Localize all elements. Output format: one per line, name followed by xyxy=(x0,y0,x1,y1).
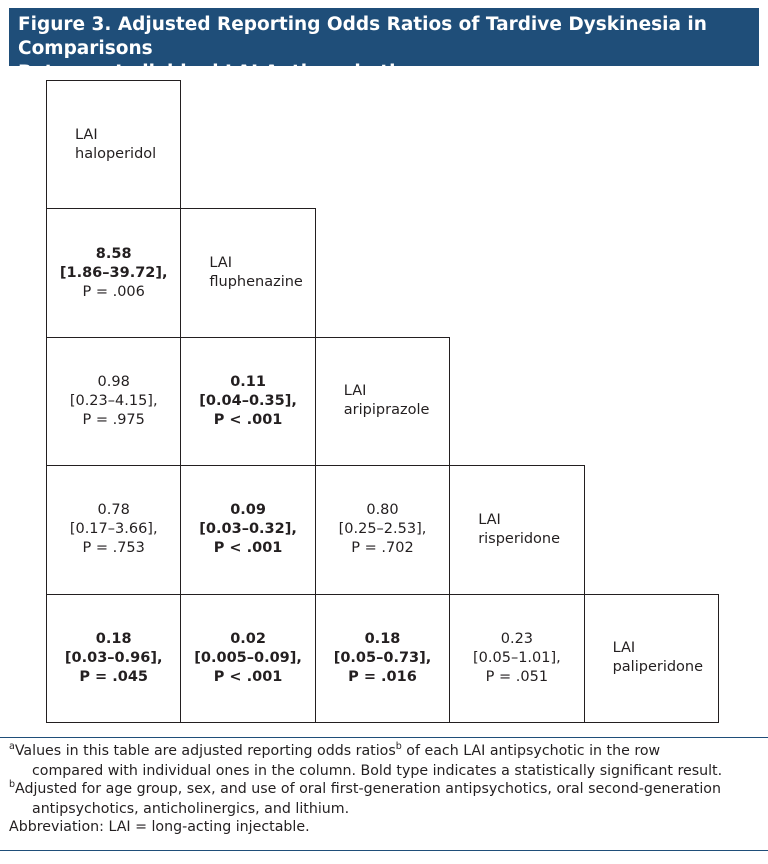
grid-hline xyxy=(46,593,719,595)
odds-ratio-cell: 0.09 [0.03–0.32], P < .001 xyxy=(181,466,315,594)
odds-ratio-value: 0.11 xyxy=(230,373,266,390)
odds-ratio-value: 0.18 xyxy=(95,630,132,647)
drug-label-cell: LAI aripiprazole xyxy=(315,337,450,466)
figure-title-line-2: Between Individual LAI Antipsychoticsa xyxy=(18,61,751,87)
grid-hline xyxy=(46,336,451,338)
drug-label-line1: LAI xyxy=(343,383,367,400)
odds-ratio-cell: 0.23 [0.05–1.01], P = .051 xyxy=(450,594,584,722)
footnote-a-text-2: of each LAI antipsychotic in the row xyxy=(401,743,661,759)
odds-ratio-cell: 0.11 [0.04–0.35], P < .001 xyxy=(181,337,315,466)
footnote-a-inner-mark: b xyxy=(395,741,402,752)
grid-vline xyxy=(718,593,719,723)
footnote-top-rule xyxy=(0,737,768,738)
drug-label-line1: LAI xyxy=(478,511,501,528)
p-value: P = .045 xyxy=(79,668,149,685)
grid-vline xyxy=(180,80,182,723)
odds-ratio-cell: 0.18 [0.05–0.73], P = .016 xyxy=(315,594,450,722)
drug-label-line2: haloperidol xyxy=(75,145,157,162)
drug-label-line1: LAI xyxy=(209,255,232,272)
p-value: P < .001 xyxy=(213,411,283,428)
drug-label-line2: aripiprazole xyxy=(343,402,430,419)
footnote-a-mark: a xyxy=(9,741,15,752)
drug-label-line2: fluphenazine xyxy=(209,274,303,291)
grid-vline xyxy=(583,465,585,723)
confidence-interval: [0.25–2.53], xyxy=(338,521,427,538)
odds-ratio-value: 0.23 xyxy=(500,630,534,647)
confidence-interval: [0.05–0.73], xyxy=(333,649,432,666)
footnote-a-continuation: compared with individual ones in the col… xyxy=(32,763,723,779)
confidence-interval: [0.03–0.32], xyxy=(199,521,297,538)
odds-ratio-value: 0.80 xyxy=(366,502,399,519)
drug-label-line1: LAI xyxy=(75,126,98,143)
footnote-bottom-rule xyxy=(0,850,768,851)
p-value: P = .975 xyxy=(82,411,145,428)
p-value: P < .001 xyxy=(213,668,283,685)
confidence-interval: [1.86–39.72], xyxy=(59,264,168,281)
p-value: P = .753 xyxy=(82,540,145,557)
p-value: P = .016 xyxy=(348,668,417,685)
p-value: P = .702 xyxy=(351,540,414,557)
p-value: P = .006 xyxy=(82,283,145,300)
footnote-abbreviation: Abbreviation: LAI = long-acting injectab… xyxy=(9,819,310,835)
footnotes: aValues in this table are adjusted repor… xyxy=(9,741,761,836)
odds-ratio-cell: 0.98 [0.23–4.15], P = .975 xyxy=(47,337,181,466)
odds-ratio-value: 0.98 xyxy=(97,373,130,390)
footnote-b-continuation: antipsychotics, anticholinergics, and li… xyxy=(32,801,350,817)
odds-ratio-cell: 0.02 [0.005–0.09], P < .001 xyxy=(181,594,315,722)
grid-vline xyxy=(449,336,451,723)
p-value: P = .051 xyxy=(485,668,549,685)
drug-label-cell: LAI risperidone xyxy=(450,466,584,594)
drug-label-cell: LAI paliperidone xyxy=(584,594,718,722)
footnote-b-text-1: Adjusted for age group, sex, and use of … xyxy=(15,781,721,797)
footnote-b: bAdjusted for age group, sex, and use of… xyxy=(9,779,761,818)
odds-ratio-value: 0.18 xyxy=(364,630,401,647)
odds-ratio-cell: 8.58 [1.86–39.72], P = .006 xyxy=(47,209,181,337)
figure-title-footnote-mark: a xyxy=(417,66,425,79)
figure-title-line-1: Figure 3. Adjusted Reporting Odds Ratios… xyxy=(18,14,707,59)
odds-ratio-cell: 0.80 [0.25–2.53], P = .702 xyxy=(315,466,450,594)
odds-ratio-value: 0.09 xyxy=(230,502,266,519)
confidence-interval: [0.03–0.96], xyxy=(64,649,163,666)
footnote-b-mark: b xyxy=(9,779,16,790)
confidence-interval: [0.23–4.15], xyxy=(69,392,158,409)
odds-ratio-cell: 0.18 [0.03–0.96], P = .045 xyxy=(47,594,181,722)
drug-label-line1: LAI xyxy=(612,640,636,657)
drug-label-cell: LAI fluphenazine xyxy=(181,209,315,337)
odds-ratio-value: 0.02 xyxy=(230,630,266,647)
confidence-interval: [0.04–0.35], xyxy=(199,392,297,409)
odds-ratio-value: 8.58 xyxy=(95,245,132,262)
grid-hline xyxy=(46,722,719,723)
grid-vline xyxy=(314,208,316,723)
odds-ratio-value: 0.78 xyxy=(97,502,130,519)
footnote-a: aValues in this table are adjusted repor… xyxy=(9,741,761,780)
grid-hline xyxy=(46,80,182,81)
figure-title-line-2-text: Between Individual LAI Antipsychotics xyxy=(18,62,418,83)
confidence-interval: [0.17–3.66], xyxy=(69,521,158,538)
drug-label-line2: paliperidone xyxy=(612,659,704,676)
odds-ratio-cell: 0.78 [0.17–3.66], P = .753 xyxy=(47,466,181,594)
drug-label-cell: LAI haloperidol xyxy=(47,81,181,209)
confidence-interval: [0.05–1.01], xyxy=(473,649,561,666)
p-value: P < .001 xyxy=(213,540,283,557)
confidence-interval: [0.005–0.09], xyxy=(194,649,302,666)
footnote-a-text-1: Values in this table are adjusted report… xyxy=(14,743,396,759)
figure-title-banner: Figure 3. Adjusted Reporting Odds Ratios… xyxy=(9,8,759,83)
drug-label-line2: risperidone xyxy=(478,530,561,547)
grid-vline xyxy=(46,80,47,723)
